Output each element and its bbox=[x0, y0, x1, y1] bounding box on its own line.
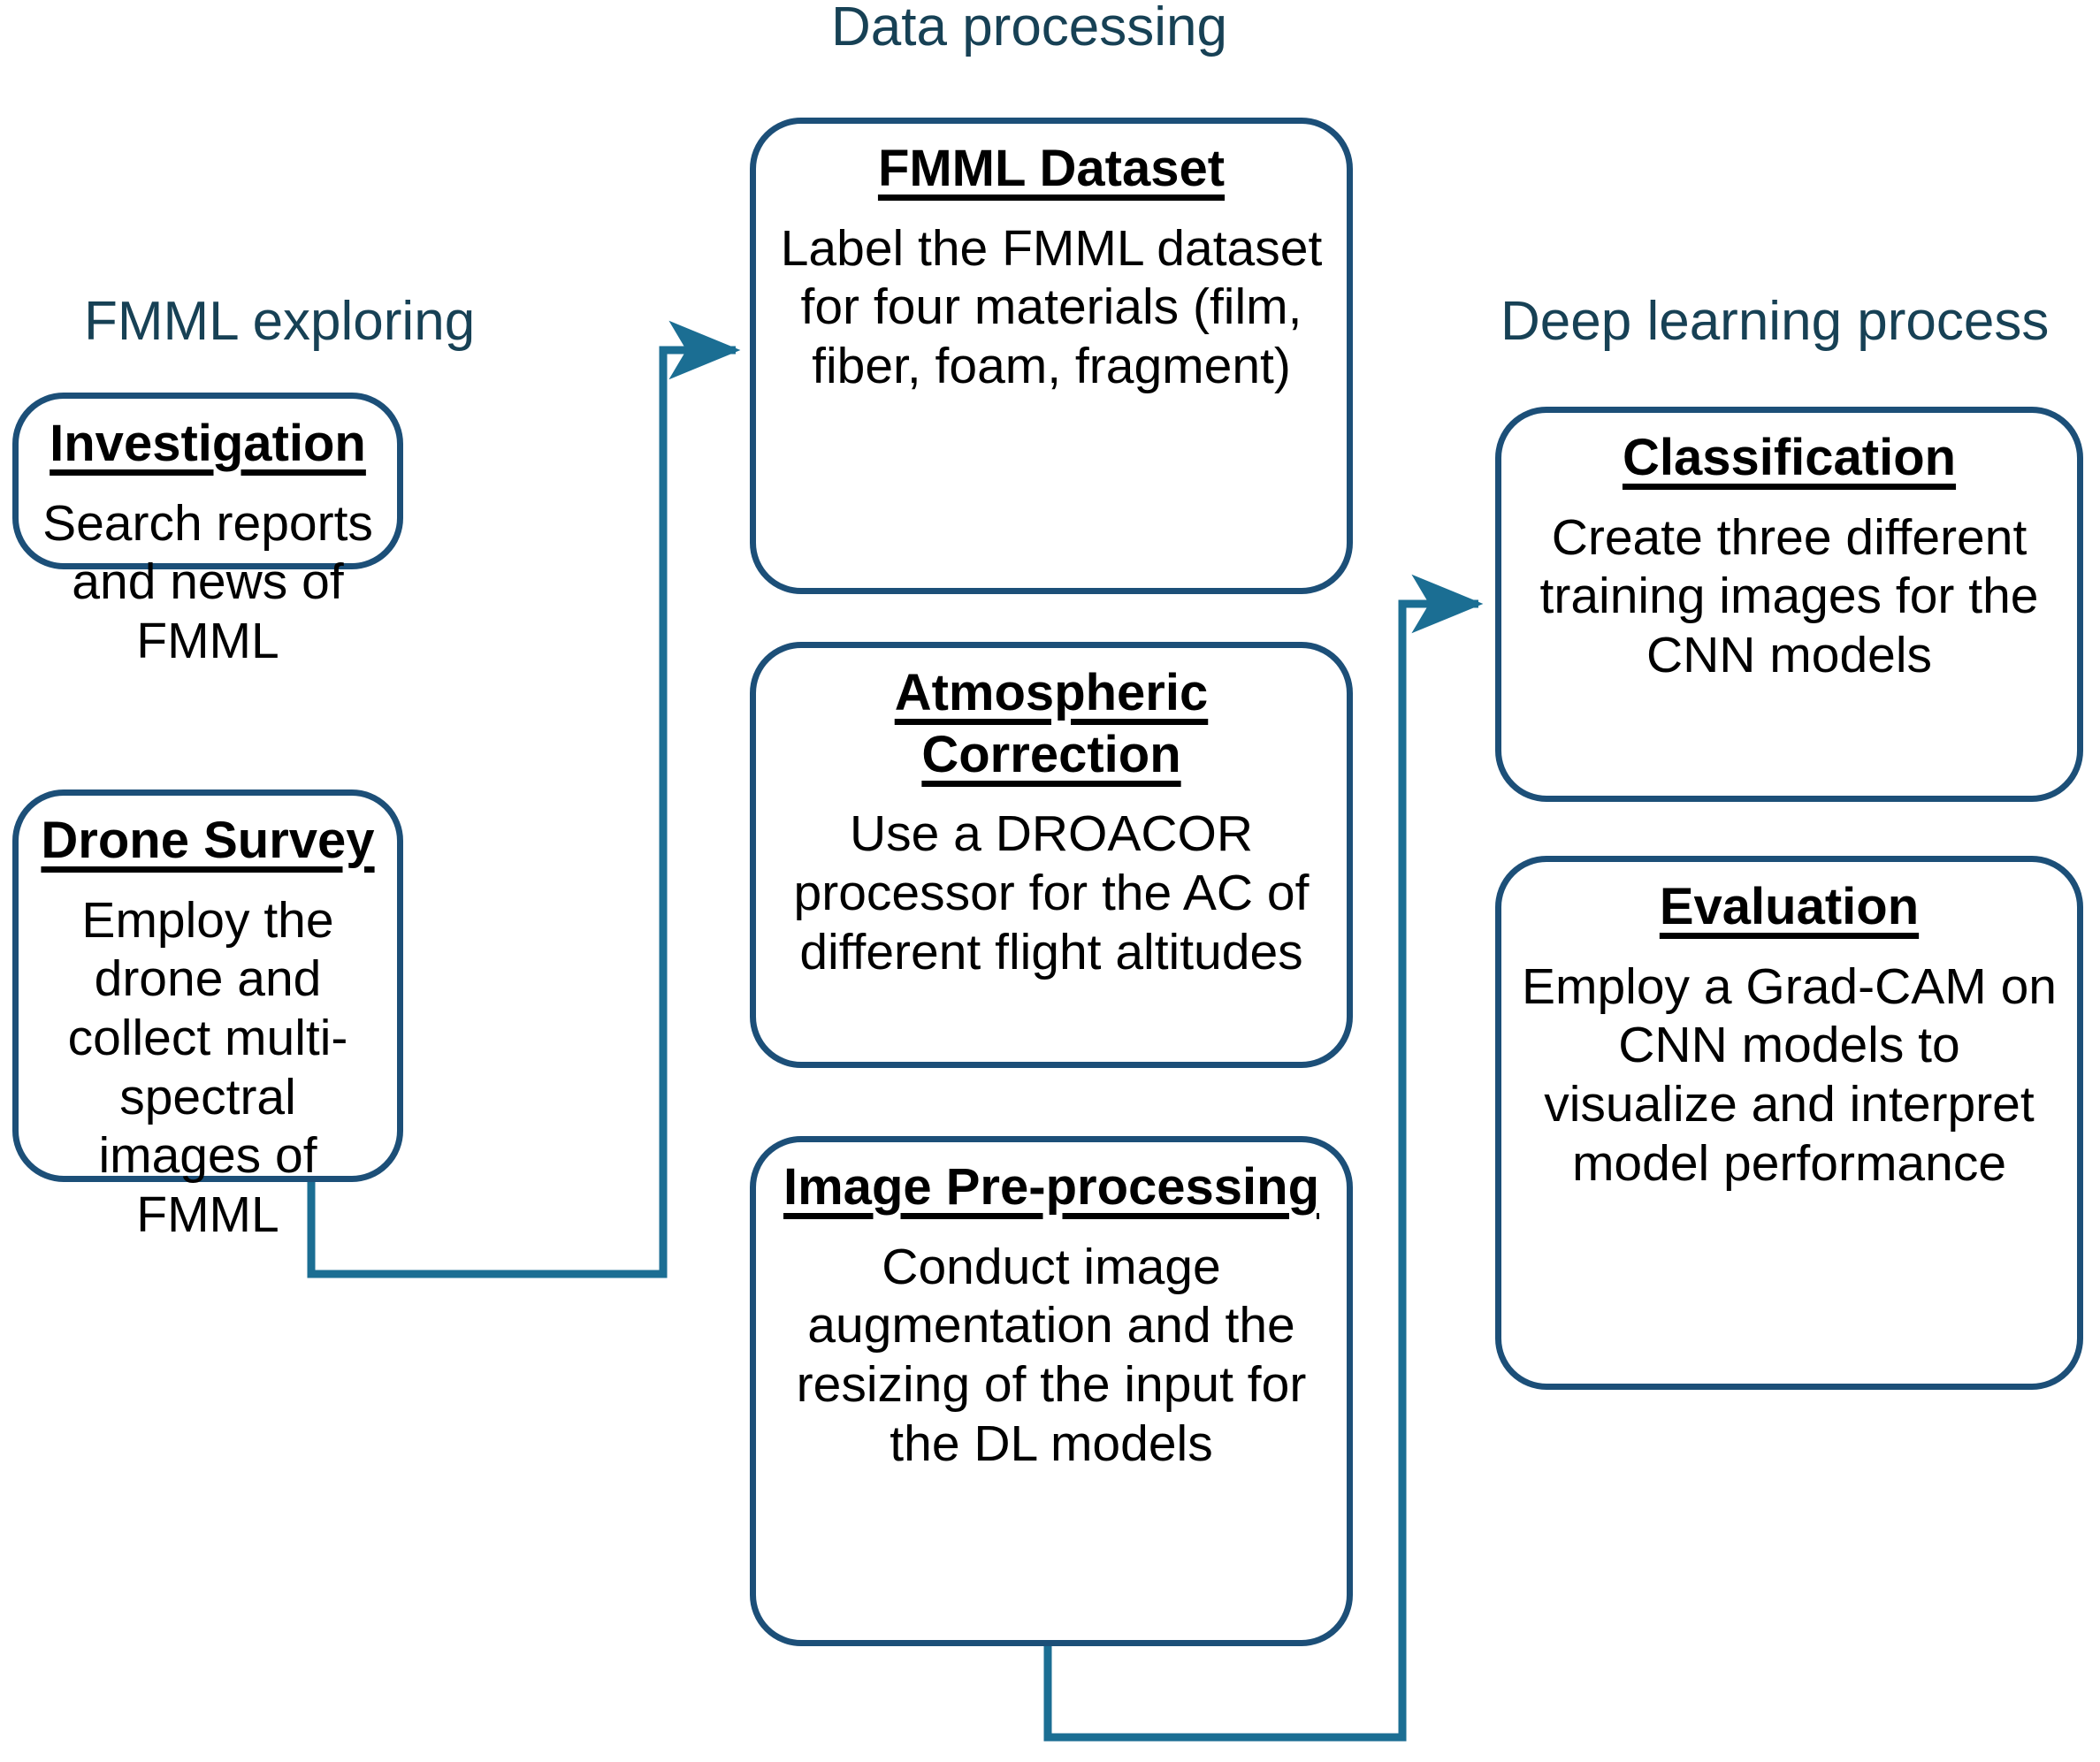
node-image-pre-processing[interactable]: Image Pre-processing Conduct image augme… bbox=[750, 1136, 1353, 1646]
column-header-data-processing: Data processing bbox=[831, 0, 1227, 57]
node-body: Employ a Grad-CAM on CNN models to visua… bbox=[1521, 957, 2058, 1192]
column-header-fmml-exploring: FMML exploring bbox=[84, 291, 476, 352]
column-header-label: Deep learning process bbox=[1501, 291, 2050, 352]
node-body: Search reports and news of FMML bbox=[42, 494, 373, 669]
node-title: FMML Dataset bbox=[877, 140, 1226, 197]
node-drone-survey[interactable]: Drone Survey Employ the drone and collec… bbox=[12, 789, 403, 1243]
node-title: Atmospheric Correction bbox=[894, 664, 1209, 783]
node-classification[interactable]: Classification Create three different tr… bbox=[1495, 407, 2083, 802]
column-header-deep-learning-process: Deep learning process bbox=[1501, 291, 2050, 352]
node-title: Investigation bbox=[50, 415, 366, 472]
node-body: Use a DROACOR processor for the AC of di… bbox=[793, 805, 1310, 980]
node-fmml-dataset[interactable]: FMML Dataset Label the FMML dataset for … bbox=[750, 118, 1353, 594]
node-investigation[interactable]: Investigation Search reports and news of… bbox=[12, 393, 403, 669]
column-header-label: Data processing bbox=[831, 0, 1228, 57]
node-title: Image Pre-processing bbox=[783, 1158, 1319, 1216]
node-title: Evaluation bbox=[1659, 878, 1920, 935]
node-body: Create three different training images f… bbox=[1539, 508, 2039, 683]
node-body: Employ the drone and collect multi-spect… bbox=[67, 891, 348, 1244]
column-header-label: FMML exploring bbox=[84, 291, 476, 352]
node-evaluation[interactable]: Evaluation Employ a Grad-CAM on CNN mode… bbox=[1495, 856, 2083, 1390]
node-atmospheric-correction[interactable]: Atmospheric Correction Use a DROACOR pro… bbox=[750, 642, 1353, 1068]
node-body: Label the FMML dataset for four material… bbox=[780, 219, 1323, 394]
node-title: Drone Survey bbox=[41, 812, 375, 869]
node-title: Classification bbox=[1622, 429, 1957, 486]
node-body: Conduct image augmentation and the resiz… bbox=[796, 1238, 1307, 1472]
